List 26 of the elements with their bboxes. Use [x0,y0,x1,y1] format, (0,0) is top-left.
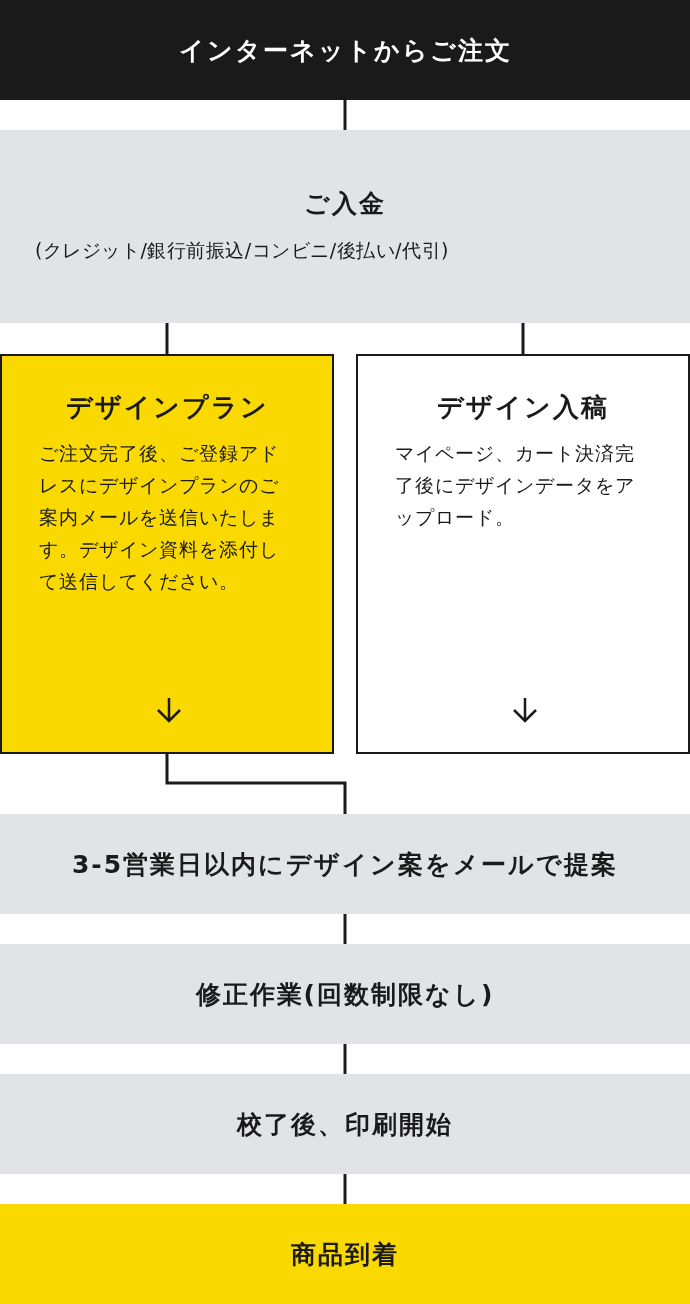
step-description: (クレジット/銀行前振込/コンビニ/後払い/代引) [35,238,450,263]
connector-line [165,754,347,814]
option-card [356,354,690,754]
step-description: ご注文完了後、ご登録アドレスにデザインプランのご案内メールを送信いたします。デザイン資料を添付して送信してください。 [39,441,280,594]
final-step-band [0,1204,690,1304]
connector-line [343,914,347,944]
step-band [0,1074,690,1174]
connector-line [343,100,347,130]
step-title: デザイン入稿 [437,391,609,424]
step-title: 校了後、印刷開始 [237,1108,453,1141]
step-title: デザインプラン [65,391,269,424]
connector-line [343,1174,347,1204]
header-bar [0,0,690,100]
connector-line [521,323,525,354]
step-band [0,814,690,914]
step-band [0,130,690,323]
step-band [0,944,690,1044]
step-title: ご入金 [304,188,386,220]
step-title: 商品到着 [291,1238,399,1271]
connector-line [343,1044,347,1074]
step-title: 3-5営業日以内にデザイン案をメールで提案 [71,848,619,881]
step-title: インターネットからご注文 [178,34,512,67]
connector-line [165,323,169,354]
step-description: マイページ、カート決済完了後にデザインデータをアップロード。 [395,441,636,530]
option-card [0,354,334,754]
step-title: 修正作業(回数制限なし) [195,978,495,1011]
